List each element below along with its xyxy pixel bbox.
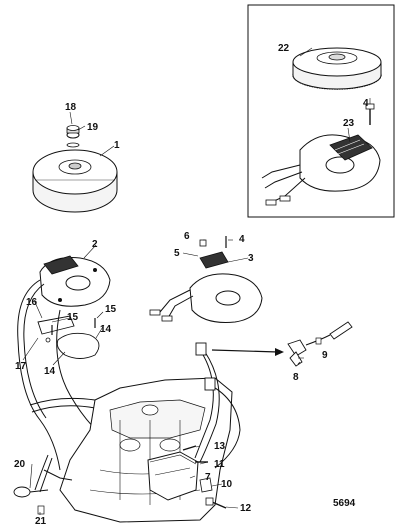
leader-lines (22, 47, 371, 515)
trigger-plate (37, 315, 100, 359)
callout-10: 10 (221, 479, 233, 490)
callout-23: 23 (343, 118, 355, 129)
callout-13: 13 (214, 441, 226, 452)
figure-number: 5694 (333, 498, 356, 509)
stator-2 (39, 255, 111, 307)
inset-panel (247, 4, 395, 218)
callout-6: 6 (184, 231, 190, 242)
coil-screws (182, 445, 227, 509)
spark-plug-boot (287, 321, 353, 367)
callout-16: 16 (26, 297, 38, 308)
inset-stator-assembly (261, 103, 381, 206)
callout-4: 4 (239, 234, 245, 245)
callout-14-upper: 14 (100, 324, 112, 335)
callout-3: 3 (248, 253, 254, 264)
ground-wire (13, 454, 73, 515)
callout-11: 11 (214, 459, 225, 470)
inset-flywheel (292, 47, 382, 90)
callout-15-upper: 15 (105, 304, 117, 315)
callout-4-inset: 4 (363, 98, 369, 109)
callout-18: 18 (65, 102, 77, 113)
callout-5: 5 (174, 248, 180, 259)
stator-3 (149, 236, 263, 323)
callout-7: 7 (205, 472, 211, 483)
arrow (211, 348, 284, 356)
callout-1: 1 (114, 140, 120, 151)
callout-21: 21 (35, 516, 47, 527)
callout-20: 20 (14, 459, 26, 470)
callout-15-lower: 15 (67, 312, 79, 323)
plug-leads (194, 342, 241, 469)
callout-12: 12 (240, 503, 252, 514)
flywheel-assembly (32, 125, 118, 213)
coil-pack (147, 451, 199, 501)
callouts: 22 4 23 18 19 1 2 6 4 5 3 16 15 15 14 17… (14, 43, 369, 527)
callout-2: 2 (92, 239, 98, 250)
callout-22: 22 (278, 43, 290, 54)
callout-17: 17 (15, 361, 27, 372)
callout-19: 19 (87, 122, 99, 133)
callout-9: 9 (322, 350, 328, 361)
callout-14-lower: 14 (44, 366, 56, 377)
callout-8: 8 (293, 372, 299, 383)
